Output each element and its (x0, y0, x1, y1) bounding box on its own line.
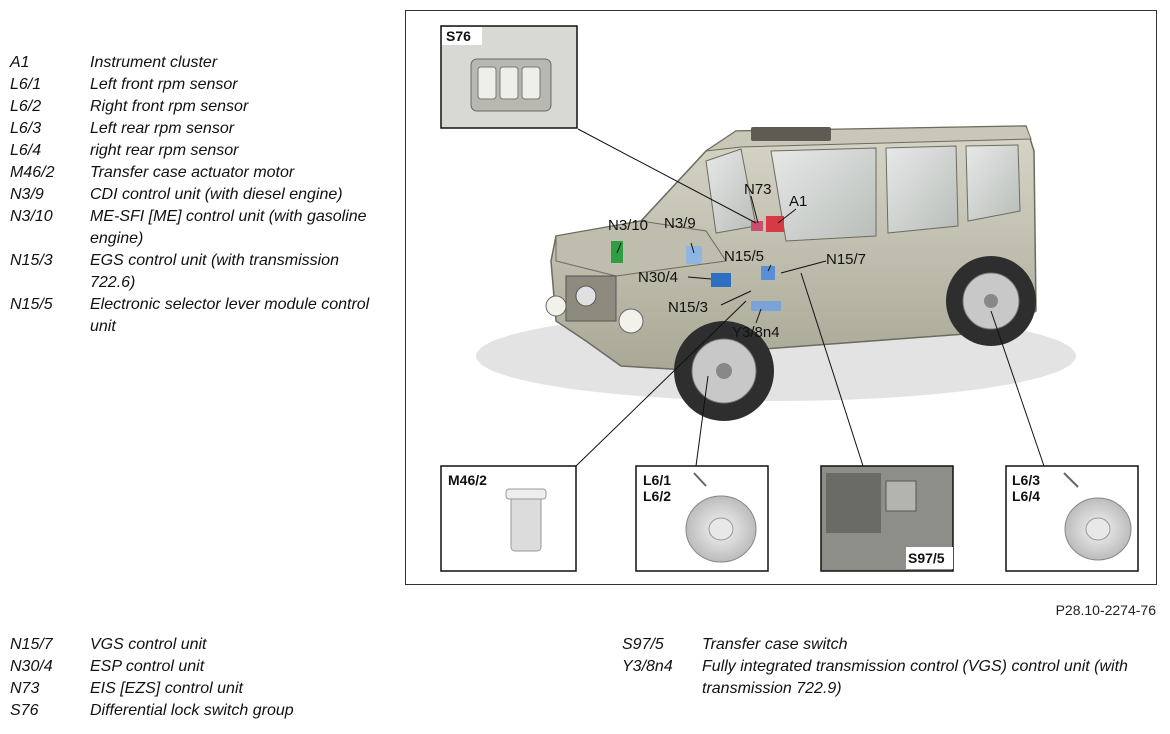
legend-description: ME-SFI [ME] control unit (with gasoline … (90, 208, 367, 247)
inset-l6-3-l6-4: L6/3 L6/4 (1005, 465, 1139, 572)
legend-code: N73 (10, 680, 40, 697)
inset-m46-2: M46/2 (440, 465, 577, 572)
legend-description: Instrument cluster (90, 54, 218, 71)
legend-code: L6/4 (10, 142, 42, 159)
legend-entry: S76 Differential lock switch group (10, 700, 510, 722)
legend-code: N15/5 (10, 296, 53, 313)
legend-code: S97/5 (622, 636, 664, 653)
callout-l6-1: L6/1 (643, 472, 671, 488)
callout-l6-3: L6/3 (1012, 472, 1040, 488)
callout-l6-4: L6/4 (1012, 488, 1040, 504)
legend-entry: N73 EIS [EZS] control unit (10, 678, 510, 700)
legend-code: L6/2 (10, 98, 42, 115)
legend-entry: N3/10 ME-SFI [ME] control unit (with gaso… (10, 206, 370, 250)
n30-4-component (711, 273, 731, 287)
legend-description: EIS [EZS] control unit (90, 680, 243, 697)
legend-entry: N30/4 ESP control unit (10, 656, 510, 678)
callout-n15-3: N15/3 (668, 299, 708, 316)
legend-code: N3/9 (10, 186, 44, 203)
legend-entry: N3/9 CDI control unit (with diesel engine… (10, 184, 370, 206)
legend-entry: A1 Instrument cluster (10, 52, 370, 74)
legend-entry: N15/5 Electronic selector lever module co… (10, 294, 370, 338)
callout-s76: S76 (446, 28, 471, 44)
legend-description: right rear rpm sensor (90, 142, 239, 159)
callout-n15-7: N15/7 (826, 251, 866, 268)
vehicle-illustration: S76 M46/2 L6/1 L6/2 S97/5 (440, 25, 1139, 572)
legend-entry: L6/2 Right front rpm sensor (10, 96, 370, 118)
a1-component (766, 216, 784, 232)
figure-reference-number: P28.10-2274-76 (1055, 602, 1156, 618)
legend-code: L6/3 (10, 120, 42, 137)
vehicle-body (545, 125, 1037, 372)
rear-wheel (946, 256, 1036, 346)
inset-s76: S76 (440, 25, 578, 129)
leader-lines (575, 128, 1045, 470)
legend-entry: N15/7 VGS control unit (10, 634, 510, 656)
legend-code: A1 (10, 54, 30, 71)
legend-code: N15/7 (10, 636, 53, 653)
legend-entry: L6/4 right rear rpm sensor (10, 140, 370, 162)
legend-code: S76 (10, 702, 39, 719)
legend-description: ESP control unit (90, 658, 205, 675)
legend-entry: M46/2 Transfer case actuator motor (10, 162, 370, 184)
legend-entry: L6/1 Left front rpm sensor (10, 74, 370, 96)
legend-description: VGS control unit (90, 636, 207, 653)
callout-l6-2: L6/2 (643, 488, 671, 504)
y3-8n4-component (751, 301, 781, 311)
legend-description: Left rear rpm sensor (90, 120, 235, 137)
callout-n3-9: N3/9 (664, 215, 696, 232)
legend-code: L6/1 (10, 76, 42, 93)
legend-description: Transfer case switch (702, 636, 848, 653)
callout-n73: N73 (744, 181, 772, 198)
n73-component (751, 221, 763, 231)
legend-entry: N15/3 EGS control unit (with transmission… (10, 250, 370, 294)
legend-description: Transfer case actuator motor (90, 164, 295, 181)
legend-description: Electronic selector lever module control… (90, 296, 370, 335)
legend-entry: L6/3 Left rear rpm sensor (10, 118, 370, 140)
legend-code: N3/10 (10, 208, 53, 225)
callout-n30-4: N30/4 (638, 269, 678, 286)
n3-9-component (686, 246, 702, 264)
legend-code: Y3/8n4 (622, 658, 673, 675)
callout-m46-2: M46/2 (448, 472, 487, 488)
legend-description: Right front rpm sensor (90, 98, 249, 115)
inset-l6-1-l6-2: L6/1 L6/2 (635, 465, 769, 572)
legend-description: CDI control unit (with diesel engine) (90, 186, 343, 203)
n15-5-component (761, 266, 775, 280)
inset-s97-5: S97/5 (820, 465, 954, 572)
legend-description: Fully integrated transmission control (V… (702, 658, 1128, 697)
legend-description: Left front rpm sensor (90, 76, 238, 93)
front-wheel (674, 321, 774, 421)
callout-y3-8n4: Y3/8n4 (732, 324, 780, 341)
callout-n15-5: N15/5 (724, 248, 764, 265)
callout-s97-5: S97/5 (908, 550, 945, 566)
legend-description: EGS control unit (with transmission 722.… (90, 252, 339, 291)
vehicle-component-figure: S76 M46/2 L6/1 L6/2 S97/5 (405, 10, 1157, 585)
legend-entry: Y3/8n4 Fully integrated transmission cont… (622, 656, 1142, 700)
legend-code: N15/3 (10, 252, 53, 269)
legend-description: Differential lock switch group (90, 702, 294, 719)
legend-entry: S97/5 Transfer case switch (622, 634, 1142, 656)
callout-n3-10: N3/10 (608, 217, 648, 234)
legend-code: M46/2 (10, 164, 55, 181)
legend-code: N30/4 (10, 658, 53, 675)
callout-a1: A1 (789, 193, 807, 210)
